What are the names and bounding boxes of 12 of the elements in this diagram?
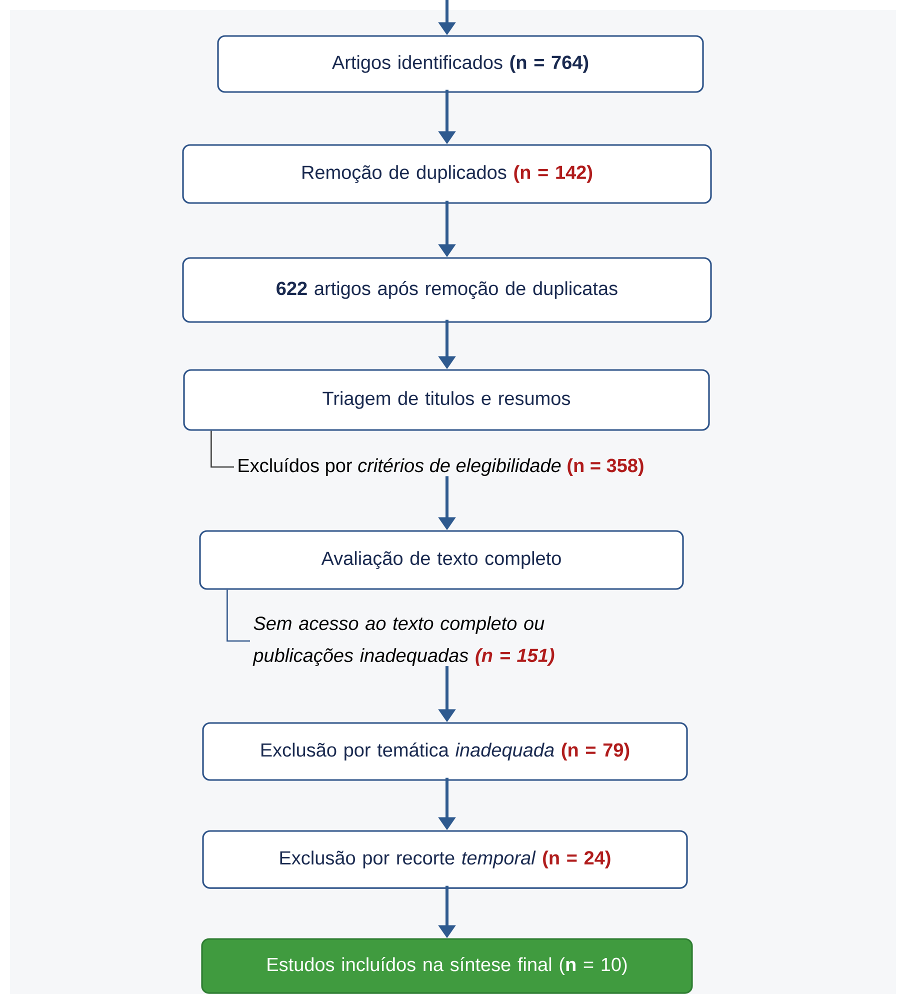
result-box: Estudos incluídos na síntese final (n = 10)	[201, 938, 693, 994]
connector-line	[210, 430, 234, 468]
process-box: Artigos identificados (n = 764)	[217, 35, 704, 93]
process-box: 622 artigos após remoção de duplicatas	[182, 257, 712, 323]
process-box: Exclusão por temática inadequada (n = 79)	[202, 722, 688, 781]
connector-line	[226, 590, 250, 642]
exclusion-note: Excluídos por critérios de elegibilidade (n = 358)	[238, 458, 644, 476]
exclusion-note: Sem acesso ao texto completo ou publicações inadequadas (n = 151)	[252, 616, 554, 666]
process-box: Exclusão por recorte temporal (n = 24)	[202, 830, 688, 889]
process-box: Triagem de titulos e resumos	[183, 369, 710, 431]
process-box: Avaliação de texto completo	[199, 530, 684, 590]
process-box: Remoção de duplicados (n = 142)	[182, 144, 712, 204]
